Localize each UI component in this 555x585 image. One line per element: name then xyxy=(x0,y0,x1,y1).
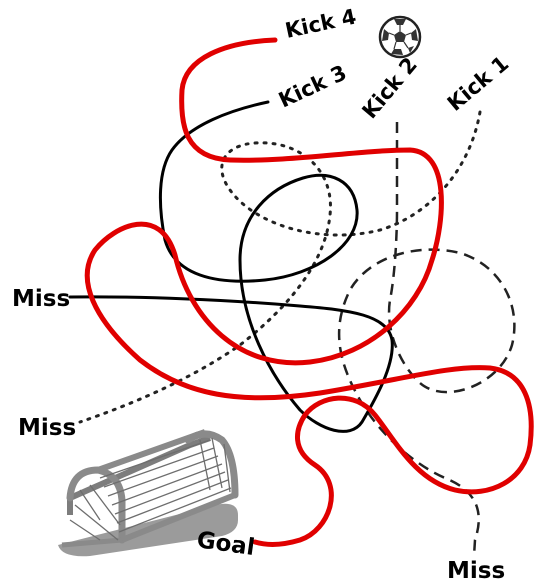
kick-3-path xyxy=(68,100,394,433)
goal-crossbar xyxy=(96,429,207,473)
soccer-ball-icon xyxy=(378,15,422,59)
kick-4-label: Kick 4 xyxy=(283,4,358,42)
kick-2-label: Kick 2 xyxy=(357,53,422,123)
soccer-goal-icon xyxy=(58,429,239,557)
goal-left-arch xyxy=(66,466,126,544)
miss-label-kick-3: Miss xyxy=(12,286,70,312)
kick-1-label: Kick 1 xyxy=(443,51,513,116)
kick-4-path xyxy=(84,37,534,547)
kick-1-path xyxy=(78,110,482,424)
goal-label: Goal xyxy=(195,527,256,561)
miss-label-kick-1: Miss xyxy=(18,415,76,441)
miss-label-kick-2: Miss xyxy=(447,558,505,584)
goal-bottom-bar xyxy=(120,492,237,543)
kick-2-path xyxy=(337,122,516,557)
goal-net xyxy=(69,437,232,541)
kick-3-label: Kick 3 xyxy=(275,60,350,112)
